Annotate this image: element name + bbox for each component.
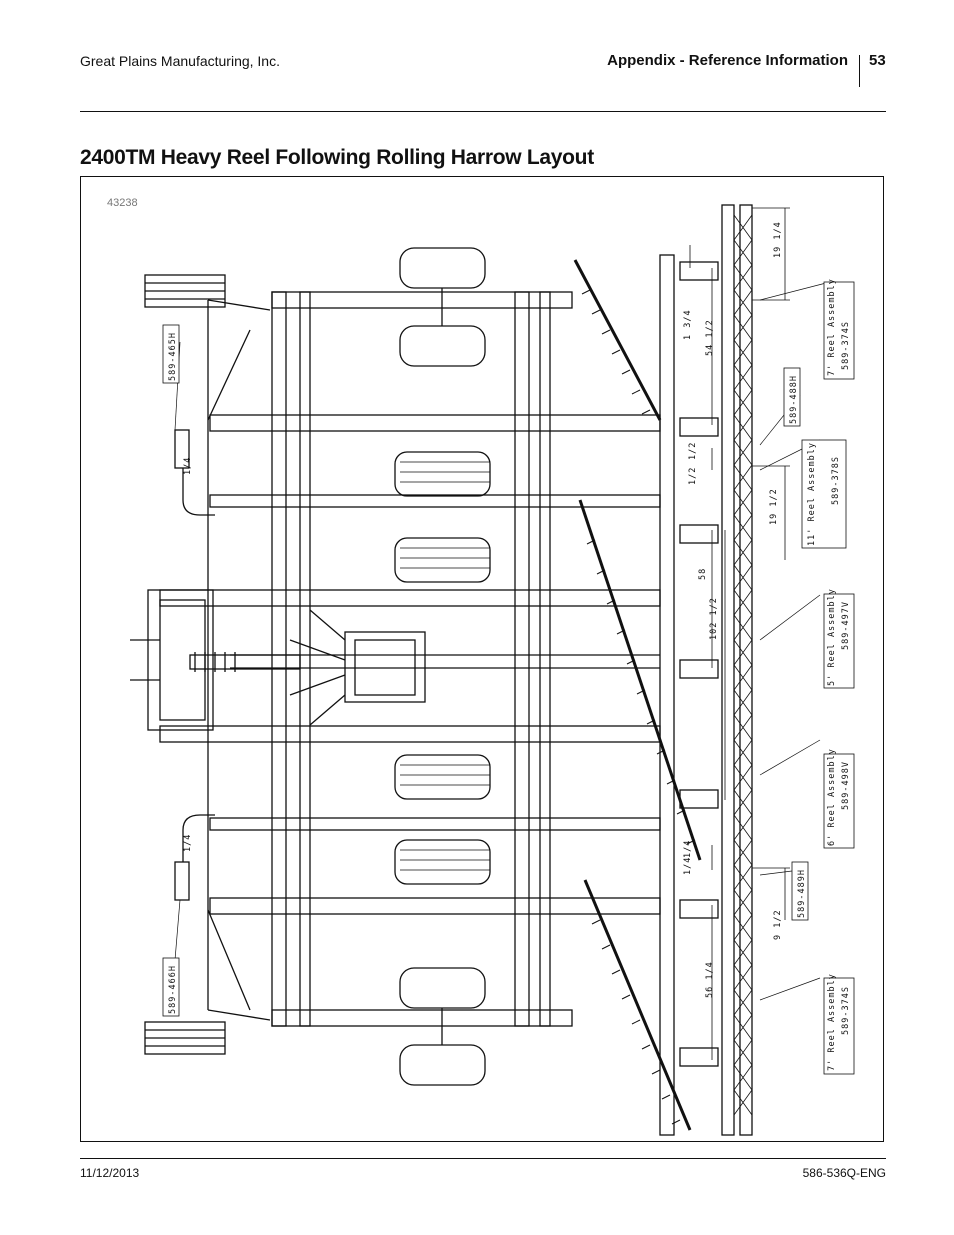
dimension-lines	[689, 207, 790, 1060]
footer-rule	[80, 1158, 886, 1159]
reel-label-2: 11' Reel Assembly 589-378S	[801, 439, 847, 549]
main-frame	[159, 291, 661, 1027]
reel-label-5-name: 7' Reel Assembly	[827, 973, 837, 1071]
dimension-56-1-4: 56 1/4	[705, 961, 715, 998]
leader-lines	[174, 281, 831, 1001]
company-name: Great Plains Manufacturing, Inc.	[80, 53, 280, 69]
dimension-19-1-2: 19 1/2	[769, 488, 779, 525]
page-number: 53	[869, 52, 886, 69]
reel-label-2-name: 11' Reel Assembly	[807, 442, 817, 546]
part-label-489h: 589-489H	[791, 861, 809, 921]
reel-label-4-part: 589-498V	[841, 761, 851, 810]
dimension-1-4-b: 1/4	[183, 834, 193, 852]
figure-id: 43238	[107, 197, 138, 209]
dimension-19-1-4: 19 1/4	[773, 221, 783, 258]
reel-label-1-name: 7' Reel Assembly	[827, 278, 837, 376]
reel-label-3: 5' Reel Assembly 589-497V	[823, 588, 855, 689]
header-divider	[859, 55, 860, 87]
reel-label-3-name: 5' Reel Assembly	[827, 588, 837, 686]
reel-label-4-name: 6' Reel Assembly	[827, 748, 837, 846]
dimension-1-4-a: 1/4	[183, 457, 193, 475]
figure-frame	[80, 176, 884, 1142]
header-rule	[80, 111, 886, 112]
dimension-102-1-2: 102 1/2	[709, 597, 719, 640]
dimension-1-4-c: 1/4	[683, 840, 693, 858]
reel-label-5-part: 589-374S	[841, 986, 851, 1035]
part-label-465h-text: 589-465H	[168, 332, 178, 381]
reel-assembly-drawing	[659, 204, 753, 1136]
page-title: 2400TM Heavy Reel Following Rolling Harr…	[80, 146, 594, 169]
dimension-1-2-b: 1/2	[688, 467, 698, 485]
part-label-488h: 589-488H	[783, 367, 801, 427]
wheel-assemblies	[394, 247, 491, 1086]
reel-label-1-part: 589-374S	[841, 321, 851, 370]
reel-label-3-part: 589-497V	[841, 601, 851, 650]
harrow-layout-drawing: 589-465H 589-466H 589-488H 589-489H 7' R…	[130, 204, 855, 1136]
dimension-1-3-4: 1 3/4	[683, 309, 693, 340]
footer-date: 11/12/2013	[80, 1166, 140, 1180]
part-label-489h-text: 589-489H	[797, 869, 807, 918]
section-title: Appendix - Reference Information	[607, 52, 848, 69]
dimension-1-2-a: 1/2	[688, 442, 698, 460]
part-label-466h: 589-466H	[162, 957, 180, 1017]
part-label-488h-text: 589-488H	[789, 375, 799, 424]
part-label-466h-text: 589-466H	[168, 965, 178, 1014]
reel-label-4: 6' Reel Assembly 589-498V	[823, 748, 855, 849]
dimension-1-4-d: 1/4	[683, 857, 693, 875]
hitch-assembly	[130, 274, 271, 1055]
harrow-gangs	[573, 259, 702, 1131]
reel-label-1: 7' Reel Assembly 589-374S	[823, 278, 855, 380]
dimension-58: 58	[698, 568, 708, 580]
dimension-54-1-2: 54 1/2	[705, 319, 715, 356]
reel-label-2-part: 589-378S	[831, 456, 841, 505]
reel-label-5: 7' Reel Assembly 589-374S	[823, 973, 855, 1075]
footer-document-number: 586-536Q-ENG	[802, 1166, 886, 1180]
part-label-465h: 589-465H	[162, 324, 180, 384]
dimension-9-1-2: 9 1/2	[773, 909, 783, 940]
